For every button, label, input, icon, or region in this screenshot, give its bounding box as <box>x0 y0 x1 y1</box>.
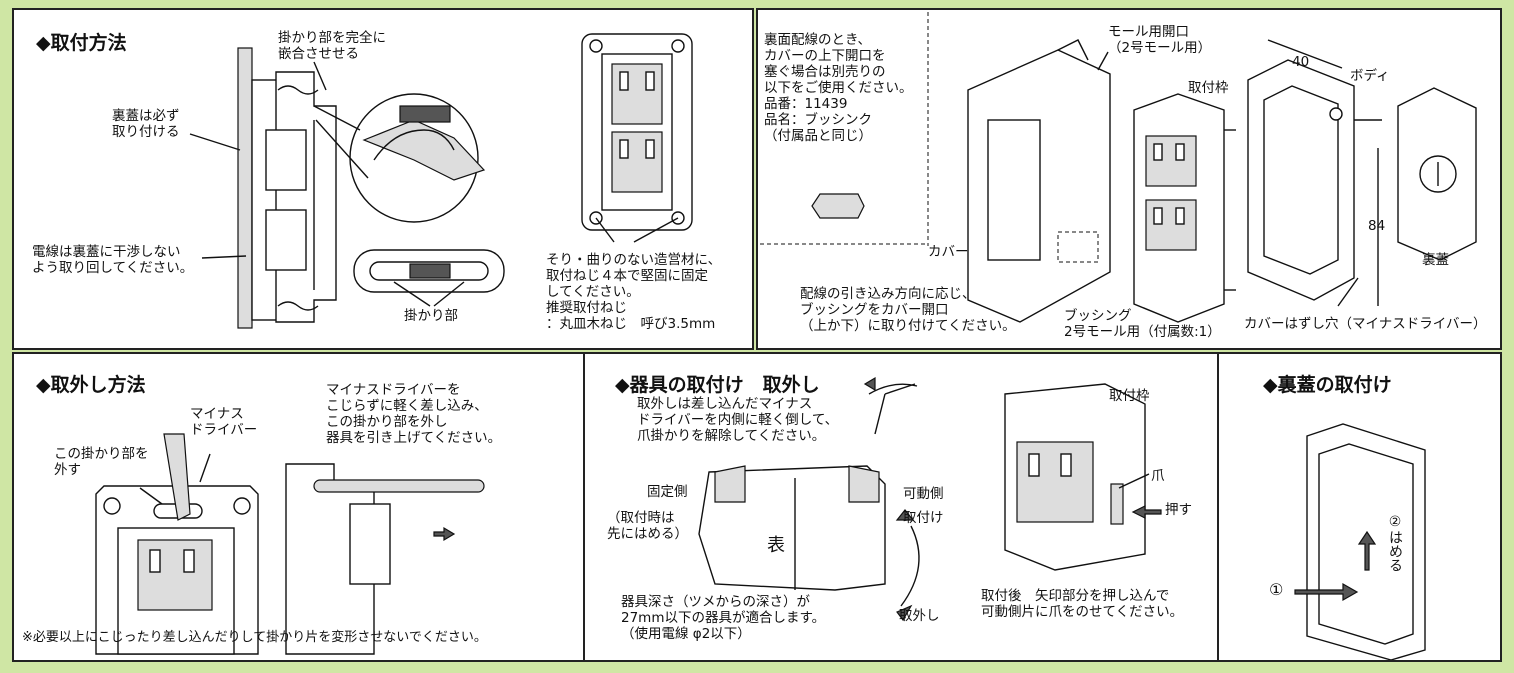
back-cover-attach-drawing <box>1294 423 1426 660</box>
panel-components: 裏面配線のとき、 カバーの上下開口を 塞ぐ場合は別売りの 以下をご使用ください。… <box>756 8 1502 350</box>
side-section-drawing <box>237 47 337 329</box>
panel-mount-method: ◆取付方法 裏蓋は必ず 取り付ける 掛かり部を完全に 嵌合させせる 電線は裏蓋に… <box>12 8 754 350</box>
panel-removal-method: ◆取外し方法 マイナス ドライバー この掛かり部を 外す マイナスドライバーを … <box>12 352 585 662</box>
back-cover-note: 裏蓋は必ず 取り付ける <box>112 108 180 140</box>
fixture-section-drawing <box>698 376 920 622</box>
hook-plan-drawing <box>353 249 505 307</box>
after-note: 取付後 矢印部分を押し込んで 可動側片に爪をのせてください。 <box>981 588 1184 620</box>
frame-outlet-drawing <box>1133 93 1236 323</box>
fixture-title: ◆器具の取付け 取外し <box>615 374 820 396</box>
wire-note: 電線は裏蓋に干渉しない よう取り回してください。 <box>32 244 194 276</box>
panel-fixture: ◆器具の取付け 取外し 取外しは差し込んだマイナス ドライバーを内側に軽く倒して… <box>583 352 1219 662</box>
bushing-label: ブッシング 2号モール用（付属数:1） <box>1064 308 1221 340</box>
detach-label: 取外し <box>899 608 940 624</box>
detail-magnifier <box>313 93 486 223</box>
fixture-frame-label: 取付枠 <box>1109 388 1150 404</box>
dim-84: 84 <box>1368 218 1386 234</box>
fixture-frame-drawing <box>1004 383 1162 571</box>
hook-fit-note: 掛かり部を完全に 嵌合させせる <box>278 30 386 62</box>
removal-warning: ※必要以上にこじったり差し込んだりして掛かり片を変形させないでください。 <box>22 630 487 645</box>
mall-opening-label: モール用開口 （2号モール用） <box>1108 24 1212 56</box>
release-note: 取外しは差し込んだマイナス ドライバーを内側に軽く倒して、 爪掛かりを解除してく… <box>637 396 839 444</box>
outlet-front-removal <box>95 433 259 655</box>
front-mark: 表 <box>767 535 785 556</box>
back-cover-title: ◆裏蓋の取付け <box>1263 374 1392 396</box>
removal-instruction: マイナスドライバーを こじらずに軽く差し込み、 この掛かり部を外し 器具を引き上… <box>326 382 502 446</box>
back-cover-illustration <box>1294 423 1426 660</box>
removal-title: ◆取外し方法 <box>36 374 146 396</box>
back-cover-drawing <box>1397 87 1477 261</box>
bushing-direction-note: 配線の引き込み方向に応じ、 ブッシングをカバー開口 （上か下）に取り付けてくださ… <box>800 286 1016 334</box>
screw-note: そり・曲りのない造営材に、 取付ねじ４本で堅固に固定 してください。 推奨取付ね… <box>546 252 722 332</box>
body-label: ボディ <box>1350 68 1390 84</box>
attach-label: 取付け <box>903 510 944 526</box>
fixed-side-note: （取付時は 先にはめる） <box>607 510 688 542</box>
bushing-drawing <box>811 193 865 219</box>
hook-label: 掛かり部 <box>404 308 458 324</box>
components-illustration <box>760 12 1477 323</box>
depth-note: 器具深さ（ツメからの深さ）が 27mm以下の器具が適合します。 （使用電線 φ2… <box>621 594 826 642</box>
driver-label: マイナス ドライバー <box>190 406 258 438</box>
fixed-side-label: 固定側 <box>647 484 688 500</box>
back-cover-label: 裏蓋 <box>1422 252 1449 268</box>
cover-label: カバー <box>928 244 969 260</box>
body-drawing <box>1247 39 1382 306</box>
movable-side-label: 可動側 <box>903 486 944 502</box>
frame-label: 取付枠 <box>1188 80 1229 96</box>
rear-wiring-note: 裏面配線のとき、 カバーの上下開口を 塞ぐ場合は別売りの 以下をご使用ください。… <box>764 32 913 144</box>
claw-label: 爪 <box>1151 468 1165 484</box>
removal-illustration <box>95 433 485 655</box>
step1-label: ① <box>1269 580 1284 599</box>
side-removal-drawing <box>285 463 485 655</box>
mount-title: ◆取付方法 <box>36 32 127 54</box>
outlet-front-drawing <box>581 33 693 243</box>
cover-drawing <box>967 39 1111 323</box>
dim-40: 40 <box>1292 54 1310 70</box>
removal-hole-label: カバーはずし穴（マイナスドライバー） <box>1244 316 1487 332</box>
mount-illustration <box>189 33 693 329</box>
fixture-illustration <box>698 376 1162 622</box>
panel-back-cover: ◆裏蓋の取付け ① ②はめる <box>1217 352 1502 662</box>
hook-release-label: この掛かり部を 外す <box>54 446 149 478</box>
push-label: 押す <box>1165 502 1192 518</box>
step2-label: ②はめる <box>1387 514 1403 572</box>
